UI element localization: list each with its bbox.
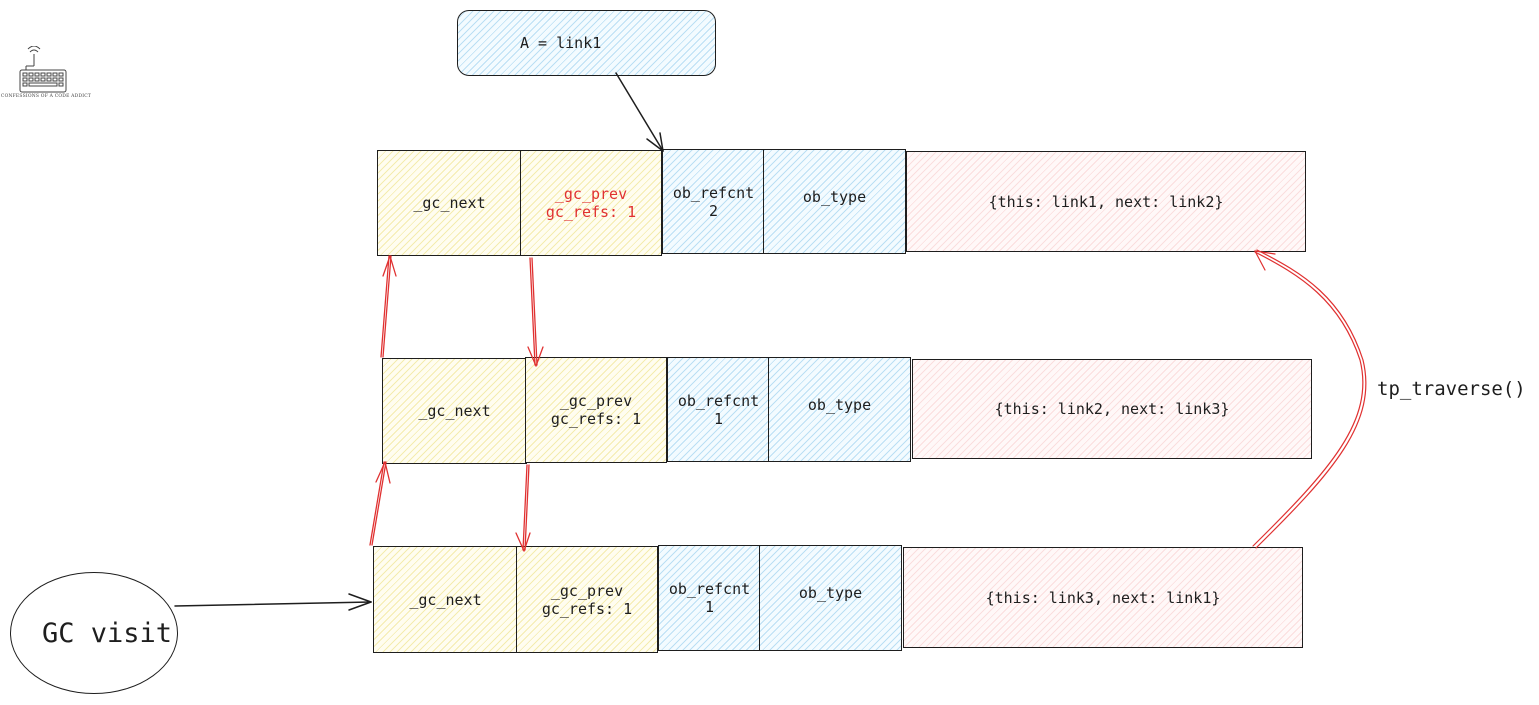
row2-refcnt-value: 1 [713,409,724,428]
gc-visit-label: GC visit [41,617,173,649]
row2-type-label: ob_type [807,396,872,414]
keyboard-icon [19,46,67,93]
row3-type-cell: ob_type [759,545,902,651]
row2-gc-prev-cell: _gc_prev gc_refs: 1 [525,357,667,463]
row3-payload-label: {this: link3, next: link1} [985,588,1221,607]
row2-gc-refs-label: gc_refs: 1 [550,410,642,428]
row3-payload-cell: {this: link3, next: link1} [903,547,1303,648]
row1-gc-next-cell: _gc_next [377,150,522,256]
row1-gc-next-label: _gc_next [413,194,486,212]
row3-refcnt-cell: ob_refcnt 1 [658,545,761,651]
row1-payload-label: {this: link1, next: link2} [988,192,1224,211]
row2-gc-next-label: _gc_next [418,402,491,420]
row3-gc-next-label: _gc_next [409,590,482,609]
row2-refcnt-label: ob_refcnt [677,391,760,410]
assignment-box: A = link1 [457,10,716,76]
row1-gc-prev-label: _gc_prev [554,185,628,203]
row2-refcnt-cell: ob_refcnt 1 [667,357,770,462]
row1-gc-refs-label: gc_refs: 1 [545,203,637,221]
row1-refcnt-label: ob_refcnt [672,183,755,202]
row2-gc-next-cell: _gc_next [382,358,527,464]
row2-to-row1-next-arrow [380,255,397,358]
row2-to-row3-prev-arrow [515,464,531,552]
row1-type-cell: ob_type [763,149,906,254]
gc-visit-arrow [174,593,372,611]
row3-gc-refs-label: gc_refs: 1 [541,599,633,618]
row2-gc-prev-label: _gc_prev [559,392,633,410]
logo-caption: CONFESSIONS OF A CODE ADDICT [0,94,92,99]
row1-type-label: ob_type [802,188,867,206]
gc-visit-node: GC visit [10,572,178,694]
row3-refcnt-value: 1 [704,598,715,616]
tp-traverse-label: tp_traverse() [1377,378,1526,400]
row3-gc-prev-label: _gc_prev [550,581,624,600]
tp-traverse-arrow [1252,249,1367,549]
row3-to-row2-next-arrow [369,461,391,546]
row2-payload-label: {this: link2, next: link3} [994,400,1230,418]
row1-payload-cell: {this: link1, next: link2} [906,151,1306,252]
row2-type-cell: ob_type [768,357,911,462]
row3-gc-prev-cell: _gc_prev gc_refs: 1 [516,546,658,653]
row3-gc-next-cell: _gc_next [373,546,518,653]
row2-payload-cell: {this: link2, next: link3} [912,359,1312,459]
row1-gc-prev-cell: _gc_prev gc_refs: 1 [520,150,662,256]
assignment-arrow [615,72,664,152]
row1-to-row2-prev-arrow [527,257,544,367]
row3-refcnt-label: ob_refcnt [668,580,751,598]
row1-refcnt-cell: ob_refcnt 2 [662,149,765,254]
row3-type-label: ob_type [798,584,863,602]
row1-refcnt-value: 2 [708,201,719,220]
